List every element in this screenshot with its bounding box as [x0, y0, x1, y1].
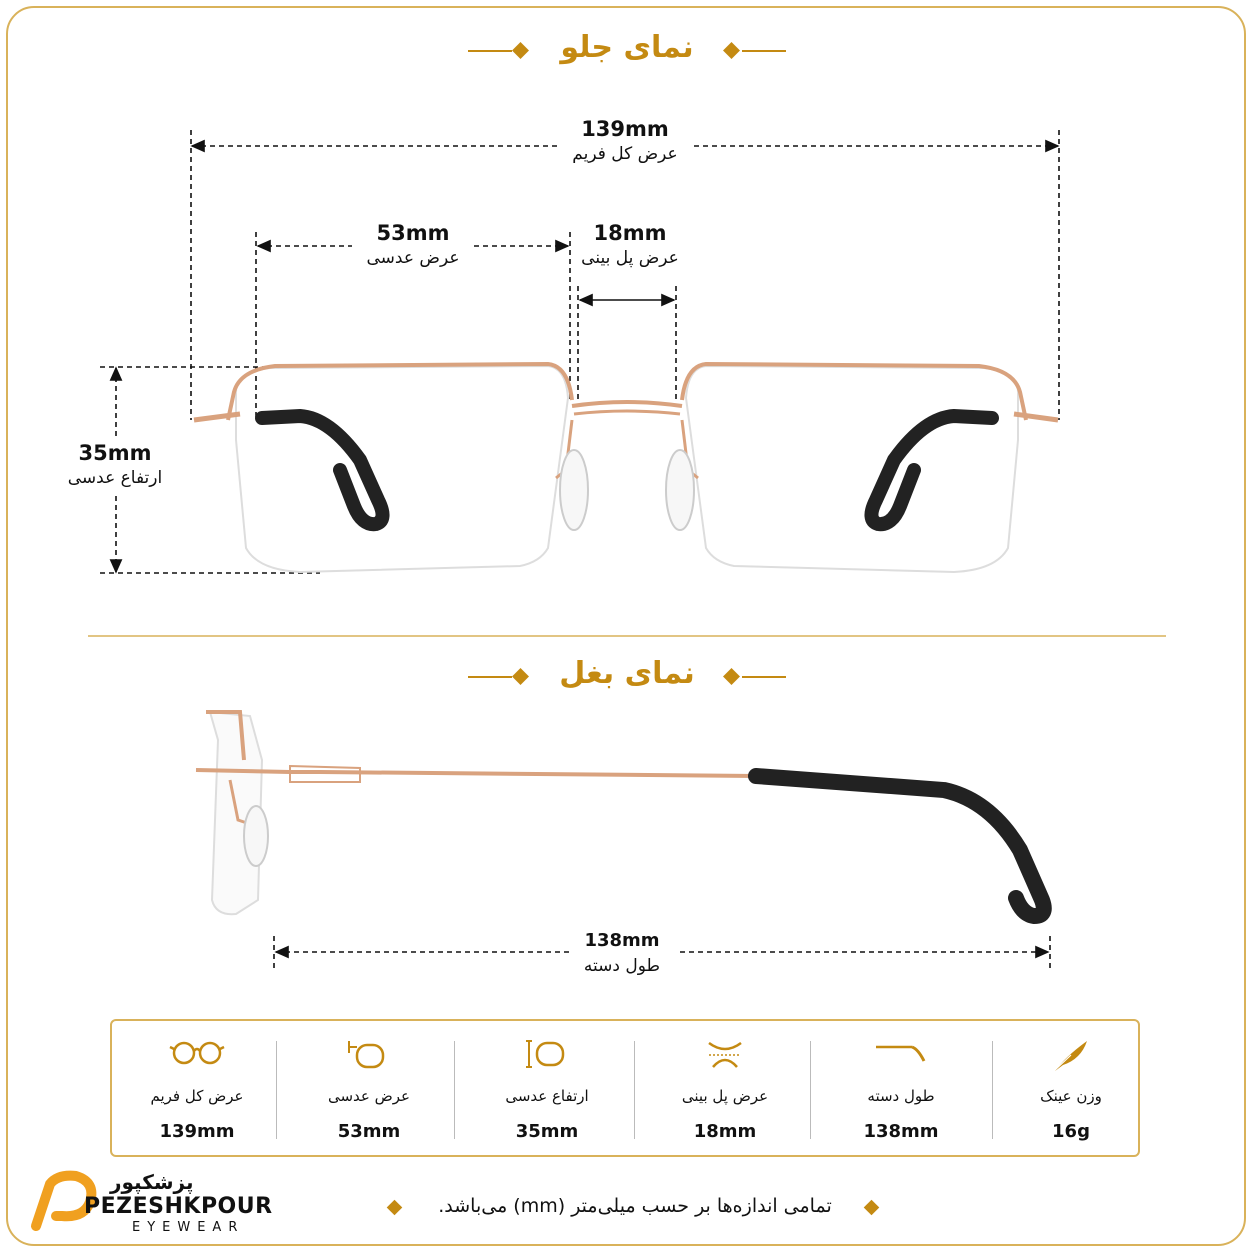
brand-name-english: PEZESHKPOUR: [84, 1194, 273, 1219]
frame-width-label: عرض کل فریم: [572, 144, 678, 164]
spec-separator: [634, 1041, 635, 1139]
side-title-ornament: [468, 668, 786, 685]
lens-width-measure: 53mm عرض عدسی: [340, 220, 486, 270]
lens-height-label: ارتفاع عدسی: [67, 468, 163, 488]
front-title-ornament: [468, 42, 786, 59]
lens-width-value: 53mm: [376, 221, 450, 245]
bridge-width-measure: 18mm عرض پل بینی: [560, 220, 700, 270]
page-border: [6, 6, 1246, 1246]
lens-height-measure: 35mm ارتفاع عدسی: [50, 440, 180, 490]
spec-label: عرض کل فریم: [150, 1087, 244, 1105]
side-glasses-drawing: [195, 710, 1052, 925]
temple-length-value: 138mm: [584, 930, 660, 951]
spec-item-lens-width: عرض عدسی 53mm: [284, 1021, 454, 1155]
front-glasses-drawing: [193, 361, 1059, 574]
spec-value: 18mm: [693, 1121, 757, 1142]
spec-label: عرض پل بینی: [681, 1087, 769, 1105]
spec-item-bridge-width: عرض پل بینی 18mm: [640, 1021, 810, 1155]
spec-item-frame-width: عرض کل فریم 139mm: [112, 1021, 282, 1155]
frame-width-measure: 139mm عرض کل فریم: [545, 116, 705, 166]
brand-subtitle: EYEWEAR: [132, 1220, 245, 1235]
glasses-round-icon: [169, 1041, 225, 1065]
brand-logo-mark: [31, 1170, 97, 1231]
lens-height-icon: [526, 1040, 565, 1068]
spec-value: 138mm: [863, 1121, 939, 1142]
lens-height-value: 35mm: [78, 441, 152, 465]
spec-value: 139mm: [159, 1121, 235, 1142]
spec-value: 35mm: [515, 1121, 579, 1142]
spec-label: عرض عدسی: [327, 1087, 411, 1105]
frame-width-value: 139mm: [581, 117, 669, 141]
bridge-width-value: 18mm: [593, 221, 667, 245]
front-view-title: نمای جلو: [560, 30, 694, 65]
spec-label: ارتفاع عدسی: [505, 1087, 589, 1105]
spec-separator: [276, 1041, 277, 1139]
spec-item-temple-length: طول دسته 138mm: [816, 1021, 986, 1155]
temple-length-measure: 138mm طول دسته: [552, 928, 692, 978]
side-view-title: نمای بغل: [559, 656, 695, 691]
footer-ornaments: [386, 1199, 880, 1216]
lens-width-icon: [348, 1041, 385, 1069]
brand-name-persian: پزشکپور: [110, 1170, 194, 1194]
temple-icon: [876, 1045, 926, 1062]
bridge-width-label: عرض پل بینی: [581, 248, 679, 268]
spec-label: وزن عینک: [1040, 1087, 1102, 1105]
bridge-icon: [708, 1041, 742, 1068]
spec-value: 53mm: [337, 1121, 401, 1142]
spec-item-weight: وزن عینک 16g: [986, 1021, 1156, 1155]
spec-value: 16g: [1052, 1121, 1090, 1142]
spec-separator: [454, 1041, 455, 1139]
spec-separator: [992, 1041, 993, 1139]
spec-label: طول دسته: [867, 1087, 935, 1105]
units-note: تمامی اندازه‌ها بر حسب میلی‌متر (mm) می‌…: [438, 1195, 832, 1217]
spec-summary-box: عرض کل فریم 139mm عرض عدسی 53mm ارتفاع ع…: [110, 1019, 1140, 1157]
side-dimension-line: [273, 936, 1051, 968]
temple-length-label: طول دسته: [583, 956, 661, 976]
lens-width-label: عرض عدسی: [366, 248, 460, 268]
spec-separator: [810, 1041, 811, 1139]
spec-item-lens-height: ارتفاع عدسی 35mm: [462, 1021, 632, 1155]
feather-icon: [1052, 1041, 1087, 1073]
